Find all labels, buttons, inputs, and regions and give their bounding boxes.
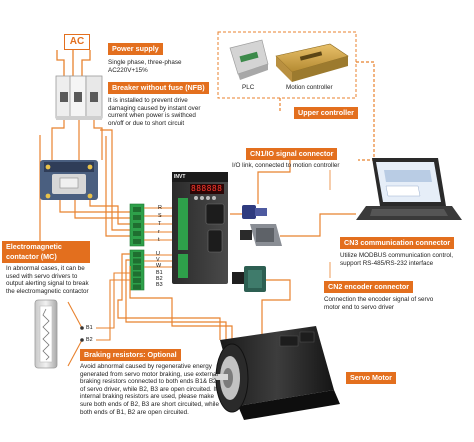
cn3-desc: Utilize MODBUS communication control, su…	[340, 252, 454, 267]
servo-drive-image	[172, 172, 228, 284]
cn3-cable	[280, 213, 356, 237]
ac-feed-lines	[56, 50, 91, 78]
cn1-plug	[242, 205, 267, 219]
cn3-plug	[240, 224, 282, 246]
servo-motor-image	[212, 326, 340, 420]
terminal-b1: B1	[156, 270, 163, 276]
breaker-image	[55, 75, 103, 120]
contactor-title-text: Electromagnetic contactor (MC)	[6, 242, 62, 261]
contactor-desc: In abnormal cases, it can be used with s…	[6, 265, 89, 295]
braking-resistor-image	[34, 299, 84, 369]
terminal-b3: B3	[156, 282, 163, 288]
terminal-drive-wires	[144, 207, 172, 268]
cn1-desc: I/O link, connected to motion controller	[232, 162, 340, 169]
upper-controller-box	[217, 31, 375, 161]
breaker-title: Breaker without fuse (NFB)	[108, 82, 209, 94]
breaker-desc: It is installed to prevent drive damagin…	[108, 97, 201, 127]
terminal-t-upper: T	[158, 221, 162, 227]
braking-desc: Avoid abnormal caused by regenerative en…	[80, 363, 219, 416]
power-supply-title: Power supply	[108, 43, 163, 55]
cn1-cable	[230, 155, 291, 215]
terminal-r-lower: r	[158, 229, 160, 235]
cn3-title: CN3 communication connector	[340, 237, 455, 249]
resistor-terminal-b2: B2	[86, 337, 93, 343]
upper-controller-title: Upper controller	[294, 107, 358, 119]
cn2-plug	[232, 266, 266, 292]
contactor-title: Electromagnetic contactor (MC)	[2, 241, 90, 263]
terminal-v: V	[156, 257, 160, 263]
cn1-title: CN1/IO signal connector	[246, 148, 338, 160]
ac-label-box: AC	[64, 34, 90, 50]
contactor-terminal-wires	[59, 129, 130, 237]
motion-controller-image	[275, 43, 349, 82]
cn2-desc: Connection the encoder signal of servo m…	[324, 296, 434, 311]
plc-image	[229, 39, 269, 80]
plc-caption: PLC	[242, 84, 255, 91]
contactor-image	[40, 160, 98, 200]
drive-brand: INVT	[174, 174, 186, 180]
power-terminal-block	[129, 203, 145, 247]
uvw-motor-wires	[117, 253, 233, 340]
terminal-u: U	[156, 251, 160, 257]
terminal-t-lower: t	[158, 237, 160, 243]
motion-controller-caption: Motion controller	[286, 84, 333, 91]
terminal-r-upper: R	[158, 205, 162, 211]
ac-label: AC	[69, 36, 85, 47]
drive-display: 888888	[191, 184, 223, 193]
terminal-b2: B2	[156, 276, 163, 282]
power-supply-desc: Single phase, three-phase AC220V+15%	[108, 59, 182, 74]
cn2-title: CN2 encoder connector	[324, 281, 414, 293]
resistor-terminal-b1: B1	[86, 325, 93, 331]
braking-title: Braking resistors: Optional	[80, 349, 181, 361]
cn2-cable	[261, 279, 291, 340]
servo-motor-title: Servo Motor	[346, 372, 396, 384]
terminal-w: W	[156, 263, 162, 269]
laptop-image	[356, 158, 462, 220]
terminal-s: S	[158, 213, 162, 219]
braking-resistor-wires	[67, 272, 130, 367]
motor-terminal-block	[129, 249, 145, 291]
